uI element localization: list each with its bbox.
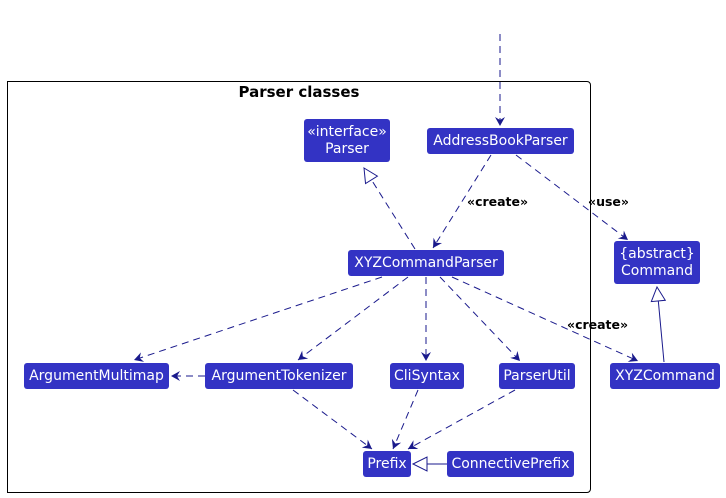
package-frame — [7, 81, 591, 493]
class-name: ParserUtil — [503, 367, 571, 384]
edge-extends-command — [657, 300, 665, 363]
class-name: ConnectivePrefix — [451, 455, 570, 472]
edge-extends-command-head — [650, 285, 667, 303]
edge-realizes-parser-head — [363, 167, 379, 185]
class-command[interactable]: {abstract} Command — [614, 241, 700, 284]
edge-clisyntax-prefix — [391, 389, 419, 450]
package-title: Parser classes — [238, 83, 360, 101]
edge-to-parser-util — [439, 276, 521, 362]
class-stereotype: {abstract} — [619, 245, 695, 262]
class-xyz-command[interactable]: XYZCommand — [610, 363, 720, 389]
class-argument-tokenizer[interactable]: ArgumentTokenizer — [205, 363, 353, 389]
edge-create-xyz-command-parser — [432, 154, 492, 249]
label-use-command: «use» — [588, 194, 629, 209]
class-name: ArgumentMultimap — [29, 367, 164, 384]
class-name: ArgumentTokenizer — [211, 367, 347, 384]
class-name: Command — [621, 262, 693, 279]
class-address-book-parser[interactable]: AddressBookParser — [427, 128, 574, 154]
class-xyz-command-parser[interactable]: XYZCommandParser — [348, 250, 504, 276]
edge-to-argument-multimap — [133, 276, 383, 362]
edge-realizes-parser — [371, 179, 416, 250]
class-cli-syntax[interactable]: CliSyntax — [390, 363, 464, 389]
label-create-xyz-command: «create» — [567, 317, 629, 332]
class-name: CliSyntax — [394, 367, 460, 384]
class-stereotype: «interface» — [307, 123, 387, 140]
edge-to-argument-tokenizer — [297, 276, 409, 361]
label-create-xyz-command-parser: «create» — [467, 194, 529, 209]
class-name: Parser — [325, 140, 369, 157]
edge-tokenizer-prefix — [292, 389, 373, 450]
class-name: AddressBookParser — [433, 132, 568, 149]
class-argument-multimap[interactable]: ArgumentMultimap — [24, 363, 169, 389]
class-connective-prefix[interactable]: ConnectivePrefix — [447, 451, 574, 477]
class-name: XYZCommandParser — [354, 254, 498, 271]
edge-extends-prefix-head — [411, 456, 428, 472]
class-parser[interactable]: «interface» Parser — [304, 119, 390, 162]
edge-create-xyz-command — [451, 276, 639, 362]
edge-parserutil-prefix — [407, 389, 516, 450]
class-name: Prefix — [367, 455, 407, 472]
class-prefix[interactable]: Prefix — [363, 451, 411, 477]
class-parser-util[interactable]: ParserUtil — [499, 363, 575, 389]
class-name: XYZCommand — [615, 367, 715, 384]
